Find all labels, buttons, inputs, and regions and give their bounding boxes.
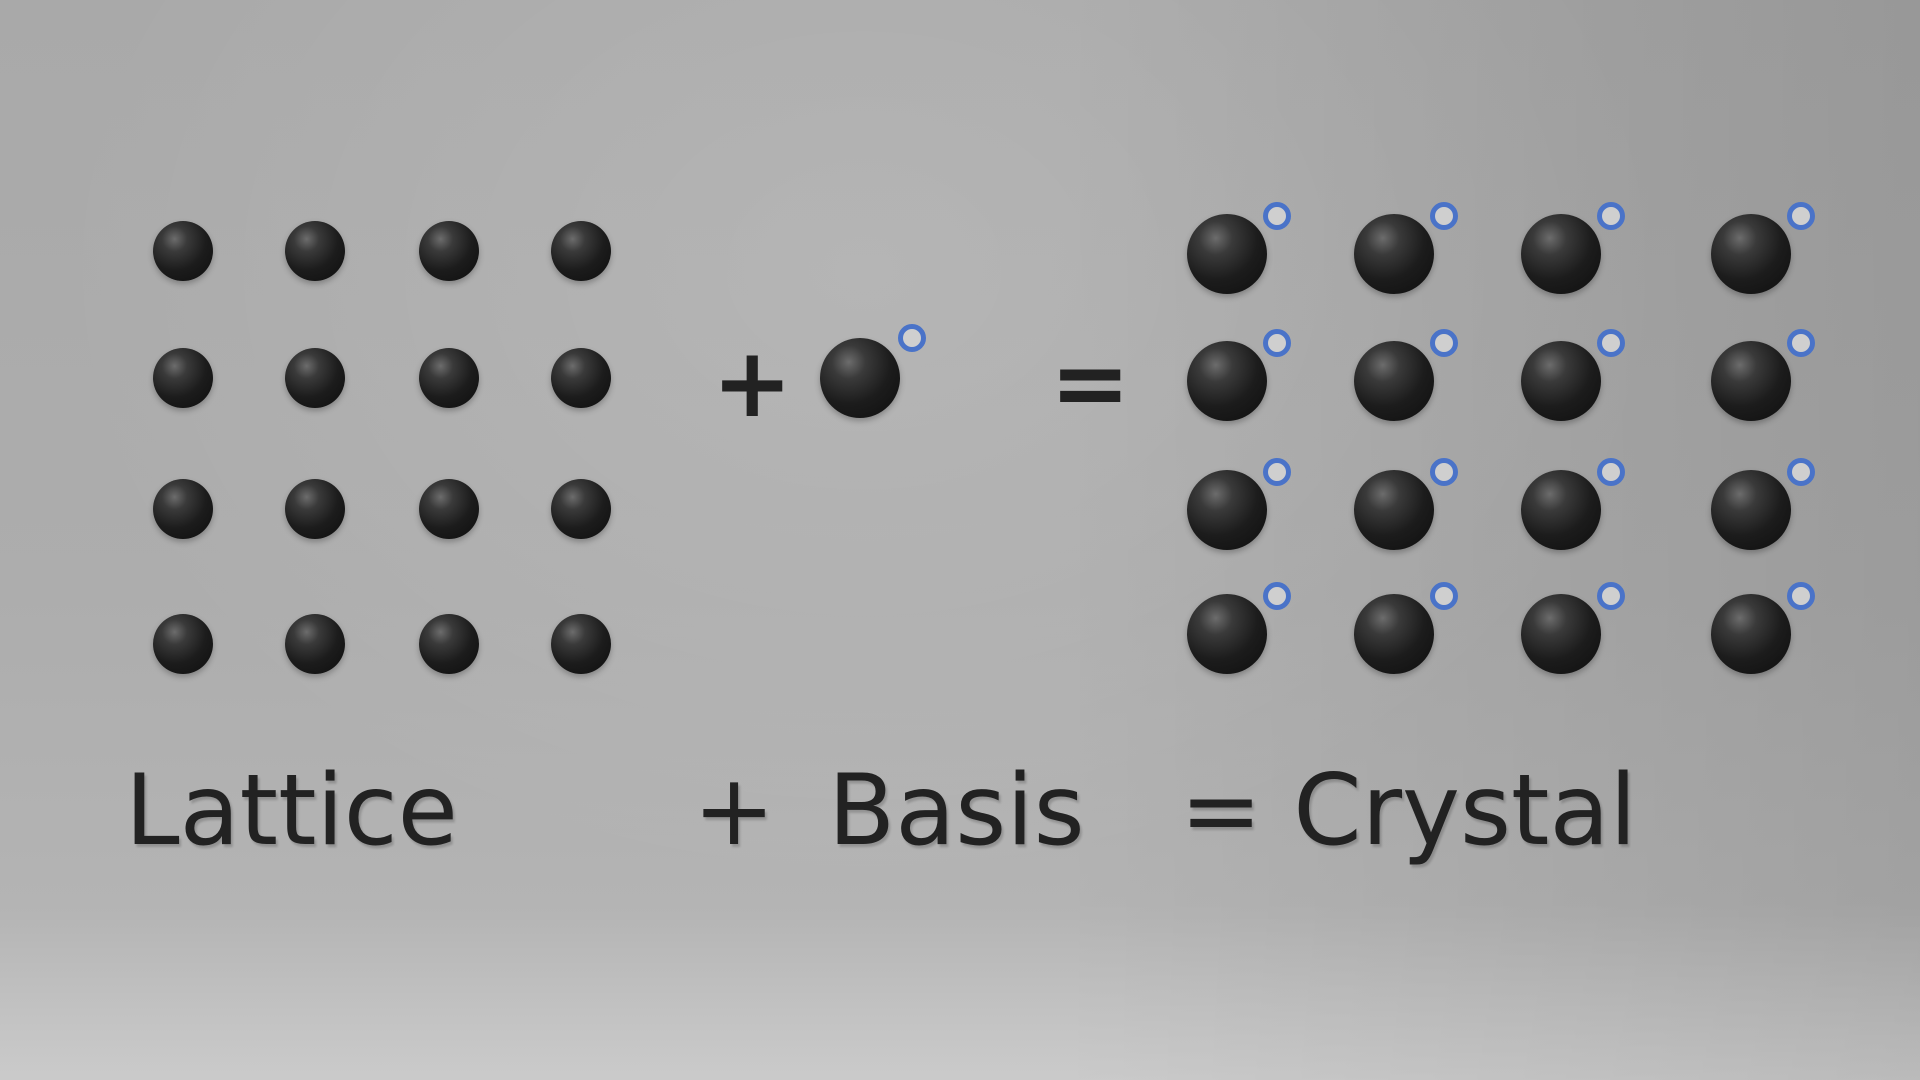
crystal-large-atom	[1354, 470, 1434, 550]
lattice-point	[551, 221, 611, 281]
basis-large-atom	[820, 338, 900, 418]
basis-small-atom	[898, 324, 926, 352]
crystal-large-atom	[1354, 341, 1434, 421]
crystal-large-atom	[1521, 214, 1601, 294]
crystal-small-atom	[1263, 329, 1291, 357]
crystal-large-atom	[1711, 470, 1791, 550]
crystal-large-atom	[1521, 341, 1601, 421]
equals-symbol: =	[1050, 327, 1131, 439]
crystal-small-atom	[1430, 582, 1458, 610]
lattice-point	[419, 348, 479, 408]
lattice-point	[153, 221, 213, 281]
crystal-small-atom	[1787, 202, 1815, 230]
crystal-small-atom	[1787, 329, 1815, 357]
basis-label: Basis	[828, 754, 1085, 868]
lattice-point	[419, 479, 479, 539]
crystal-large-atom	[1187, 214, 1267, 294]
crystal-large-atom	[1711, 341, 1791, 421]
lattice-point	[419, 221, 479, 281]
crystal-large-atom	[1711, 594, 1791, 674]
lattice-point	[285, 614, 345, 674]
crystal-small-atom	[1597, 329, 1625, 357]
lattice-point	[153, 348, 213, 408]
crystal-large-atom	[1711, 214, 1791, 294]
crystal-small-atom	[1263, 202, 1291, 230]
crystal-small-atom	[1430, 458, 1458, 486]
crystal-small-atom	[1787, 458, 1815, 486]
crystal-large-atom	[1187, 470, 1267, 550]
lattice-point	[285, 221, 345, 281]
lattice-point	[551, 479, 611, 539]
lattice-point	[153, 614, 213, 674]
crystal-small-atom	[1430, 329, 1458, 357]
crystal-small-atom	[1430, 202, 1458, 230]
crystal-small-atom	[1597, 202, 1625, 230]
crystal-large-atom	[1187, 341, 1267, 421]
plus-symbol: +	[712, 327, 793, 439]
crystal-small-atom	[1263, 458, 1291, 486]
crystal-small-atom	[1263, 582, 1291, 610]
crystal-large-atom	[1521, 594, 1601, 674]
lattice-point	[285, 479, 345, 539]
crystal-large-atom	[1187, 594, 1267, 674]
plus-label: +	[693, 754, 776, 868]
lattice-point	[551, 614, 611, 674]
lattice-point	[551, 348, 611, 408]
crystal-small-atom	[1597, 458, 1625, 486]
crystal-label: = Crystal	[1180, 754, 1637, 868]
lattice-point	[419, 614, 479, 674]
crystal-large-atom	[1354, 214, 1434, 294]
lattice-point	[153, 479, 213, 539]
lattice-point	[285, 348, 345, 408]
floor-gradient	[0, 900, 1920, 1080]
crystal-small-atom	[1597, 582, 1625, 610]
lattice-label: Lattice	[125, 754, 458, 868]
crystal-small-atom	[1787, 582, 1815, 610]
crystal-large-atom	[1521, 470, 1601, 550]
crystal-large-atom	[1354, 594, 1434, 674]
